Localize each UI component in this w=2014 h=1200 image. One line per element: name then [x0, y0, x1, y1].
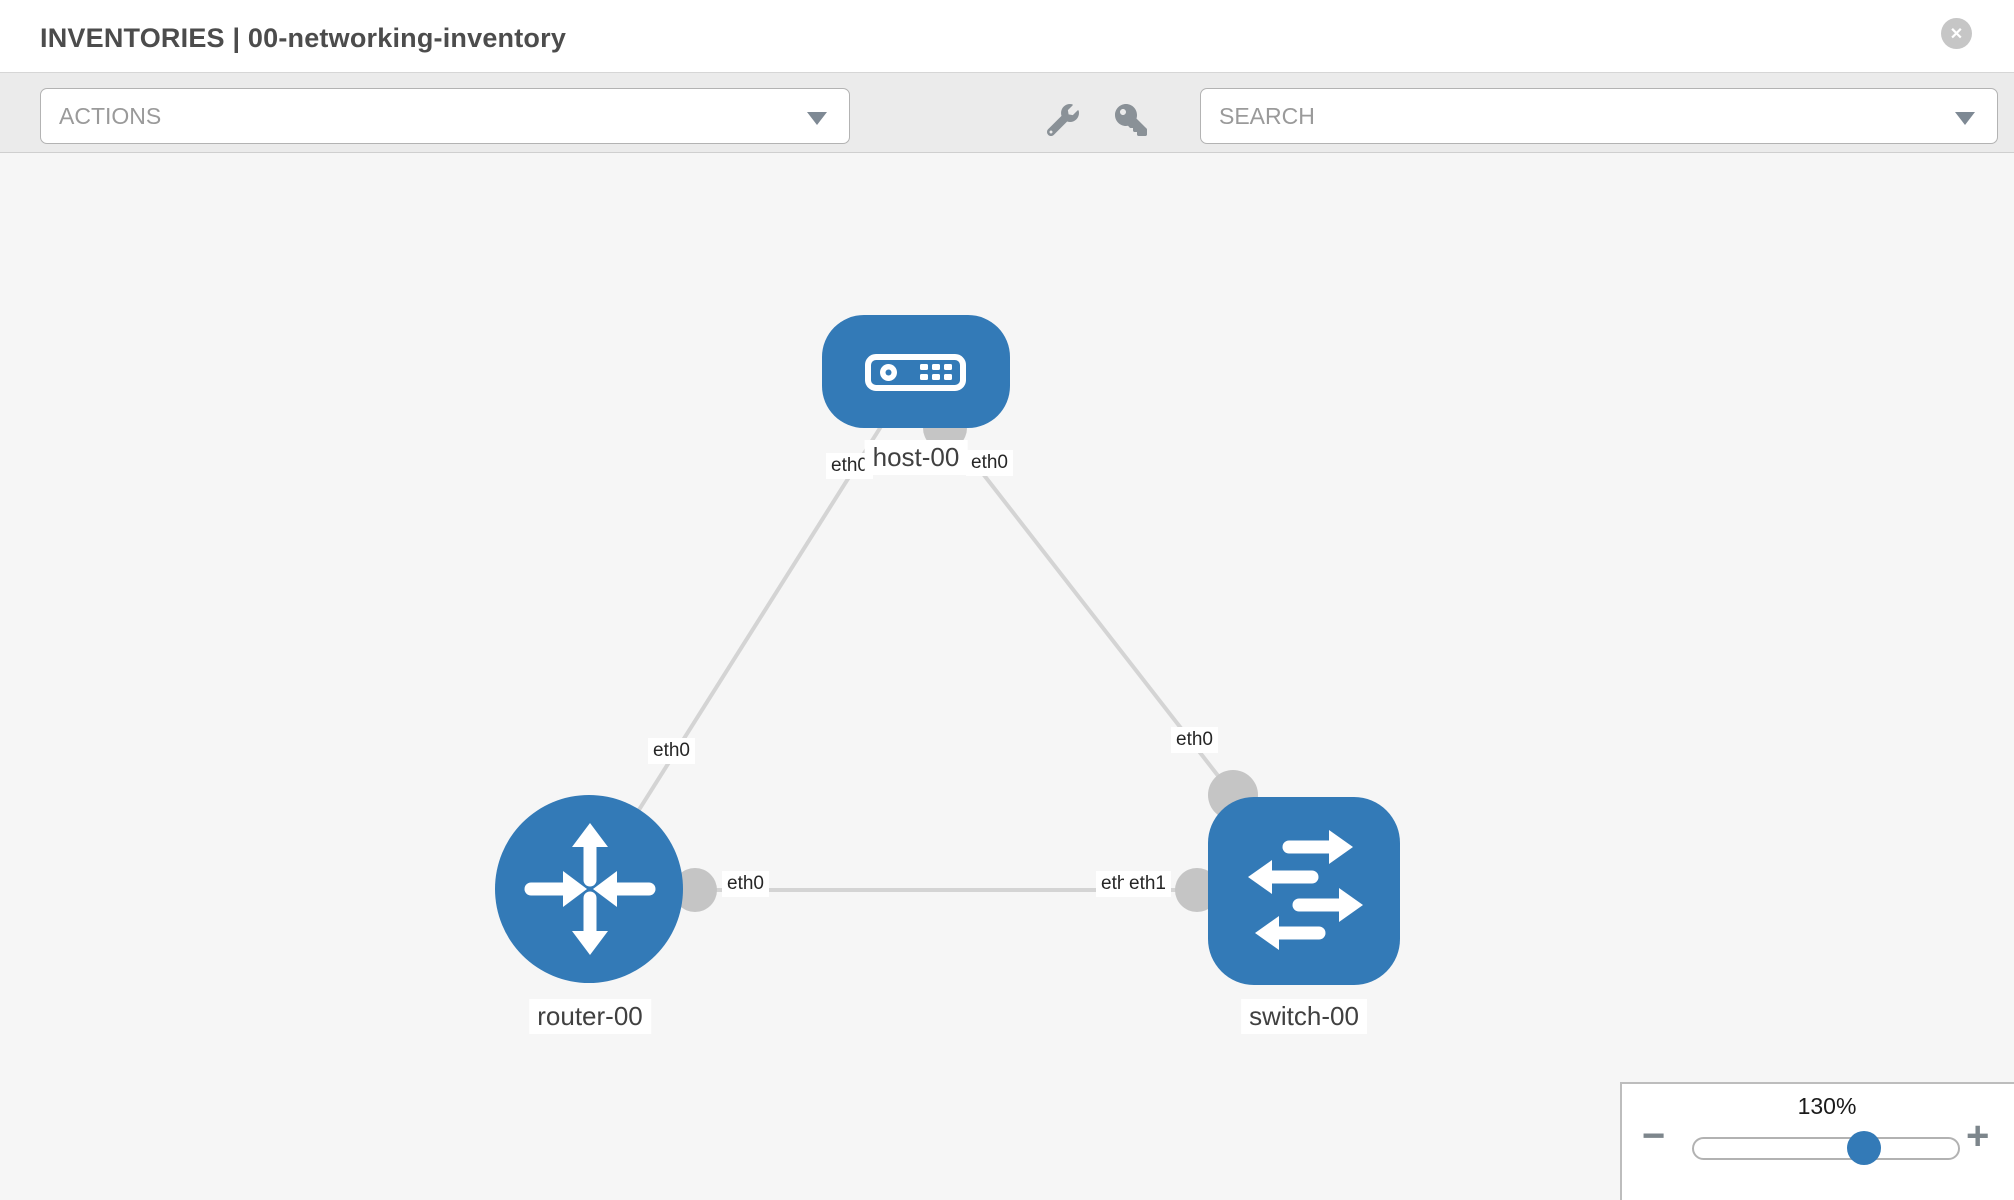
wrench-icon [1047, 104, 1079, 136]
close-icon: ✕ [1949, 25, 1964, 43]
header: INVENTORIES | 00-networking-inventory ✕ [0, 0, 2014, 72]
zoom-slider-thumb[interactable] [1847, 1131, 1881, 1165]
switch-icon [1248, 830, 1363, 950]
chevron-down-icon [807, 112, 827, 125]
interface-label-router-eth0-uplink: eth0 [648, 738, 695, 764]
zoom-panel: 130% − + [1620, 1082, 2014, 1200]
configure-button[interactable] [1044, 101, 1082, 139]
node-label-router-00: router-00 [529, 999, 651, 1034]
topology-canvas[interactable]: host-00 router-00 switch-00 eth0 eth0 et… [0, 153, 2014, 1200]
actions-dropdown-label: ACTIONS [59, 103, 162, 129]
interface-label-switch-eth0: eth0 [1171, 727, 1218, 753]
node-router-00[interactable] [495, 795, 683, 983]
page-title: INVENTORIES | 00-networking-inventory [40, 23, 567, 53]
node-host-00[interactable] [822, 315, 1010, 428]
host-icon [865, 354, 966, 391]
zoom-level: 130% [1797, 1093, 1857, 1119]
toolbar: ACTIONS SEARCH [0, 72, 2014, 153]
close-button[interactable]: ✕ [1941, 18, 1972, 49]
node-switch-00[interactable] [1208, 797, 1400, 985]
router-icon [524, 823, 656, 955]
zoom-in-button[interactable]: + [1966, 1114, 1990, 1158]
zoom-slider-track[interactable] [1692, 1137, 1960, 1160]
key-icon [1115, 104, 1147, 136]
interface-label-switch-eth1: eth1 [1124, 871, 1171, 897]
chevron-down-icon [1955, 112, 1975, 125]
search-dropdown[interactable]: SEARCH [1200, 88, 1998, 144]
node-label-host-00: host-00 [864, 440, 968, 475]
zoom-out-button[interactable]: − [1642, 1114, 1666, 1158]
interface-dot-router-eth0 [673, 868, 717, 912]
topology-links-layer [587, 369, 1304, 912]
actions-dropdown[interactable]: ACTIONS [40, 88, 850, 144]
interface-label-router-eth0: eth0 [722, 871, 769, 897]
node-label-switch-00: switch-00 [1241, 999, 1367, 1034]
interface-label-host-eth0-right: eth0 [966, 450, 1013, 476]
credentials-button[interactable] [1112, 101, 1150, 139]
search-dropdown-label: SEARCH [1219, 103, 1315, 129]
